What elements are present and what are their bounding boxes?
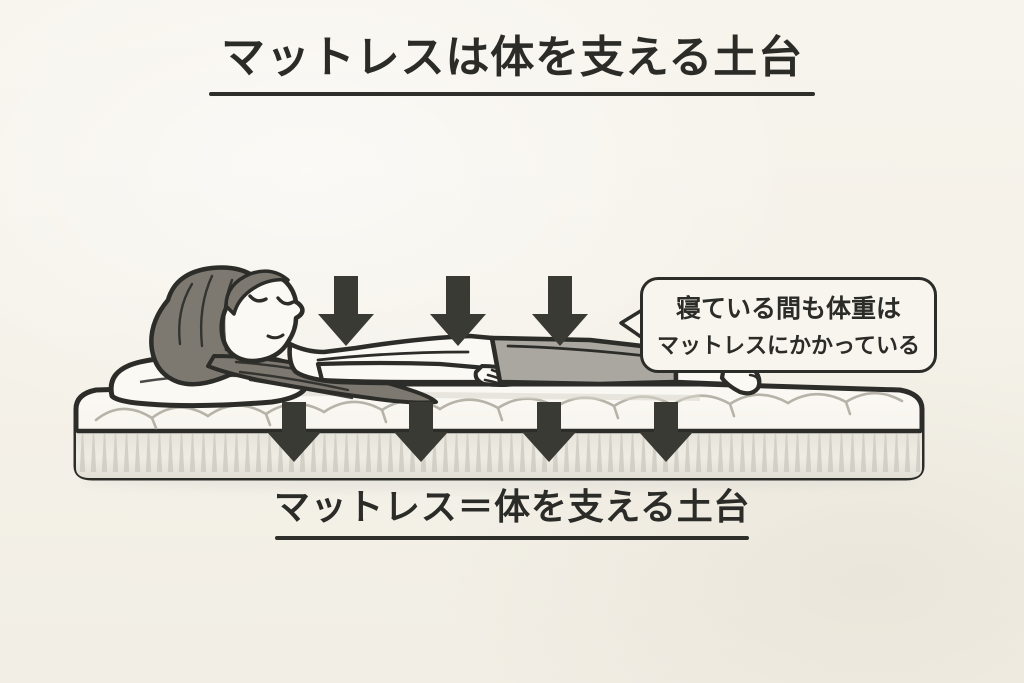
shirt-fold: [316, 350, 470, 362]
pressure-arrows-body: [318, 276, 588, 346]
page-title: マットレスは体を支える土台: [0, 36, 1024, 96]
pressure-arrows-mattress: [267, 402, 693, 462]
eye-right: [276, 296, 295, 306]
mouth: [266, 333, 285, 340]
hair-strand-lines: [178, 274, 354, 400]
arrow-body-3: [532, 276, 588, 346]
arrow-mattress-3: [522, 402, 576, 462]
arrow-mattress-1: [267, 402, 321, 462]
page-title-text: マットレスは体を支える土台: [220, 32, 804, 83]
bottom-caption: マットレス＝体を支える土台: [0, 490, 1024, 540]
arrow-body-1: [318, 276, 374, 346]
speech-bubble: 寝ている間も体重は マットレスにかかっている: [640, 277, 937, 373]
bottom-caption-text: マットレス＝体を支える土台: [273, 487, 751, 528]
arrow-mattress-4: [639, 402, 693, 462]
bottom-caption-underline: [275, 536, 749, 540]
arrow-body-2: [430, 276, 486, 346]
speech-bubble-line-1: 寝ている間も体重は: [675, 294, 901, 323]
arrow-mattress-2: [394, 402, 448, 462]
mattress-side-band: [76, 432, 922, 478]
eye-left: [248, 294, 268, 303]
hair-front: [224, 269, 290, 316]
speech-bubble-line-2: マットレスにかかっている: [657, 334, 920, 359]
arm: [315, 360, 503, 385]
page-title-underline: [209, 92, 815, 96]
